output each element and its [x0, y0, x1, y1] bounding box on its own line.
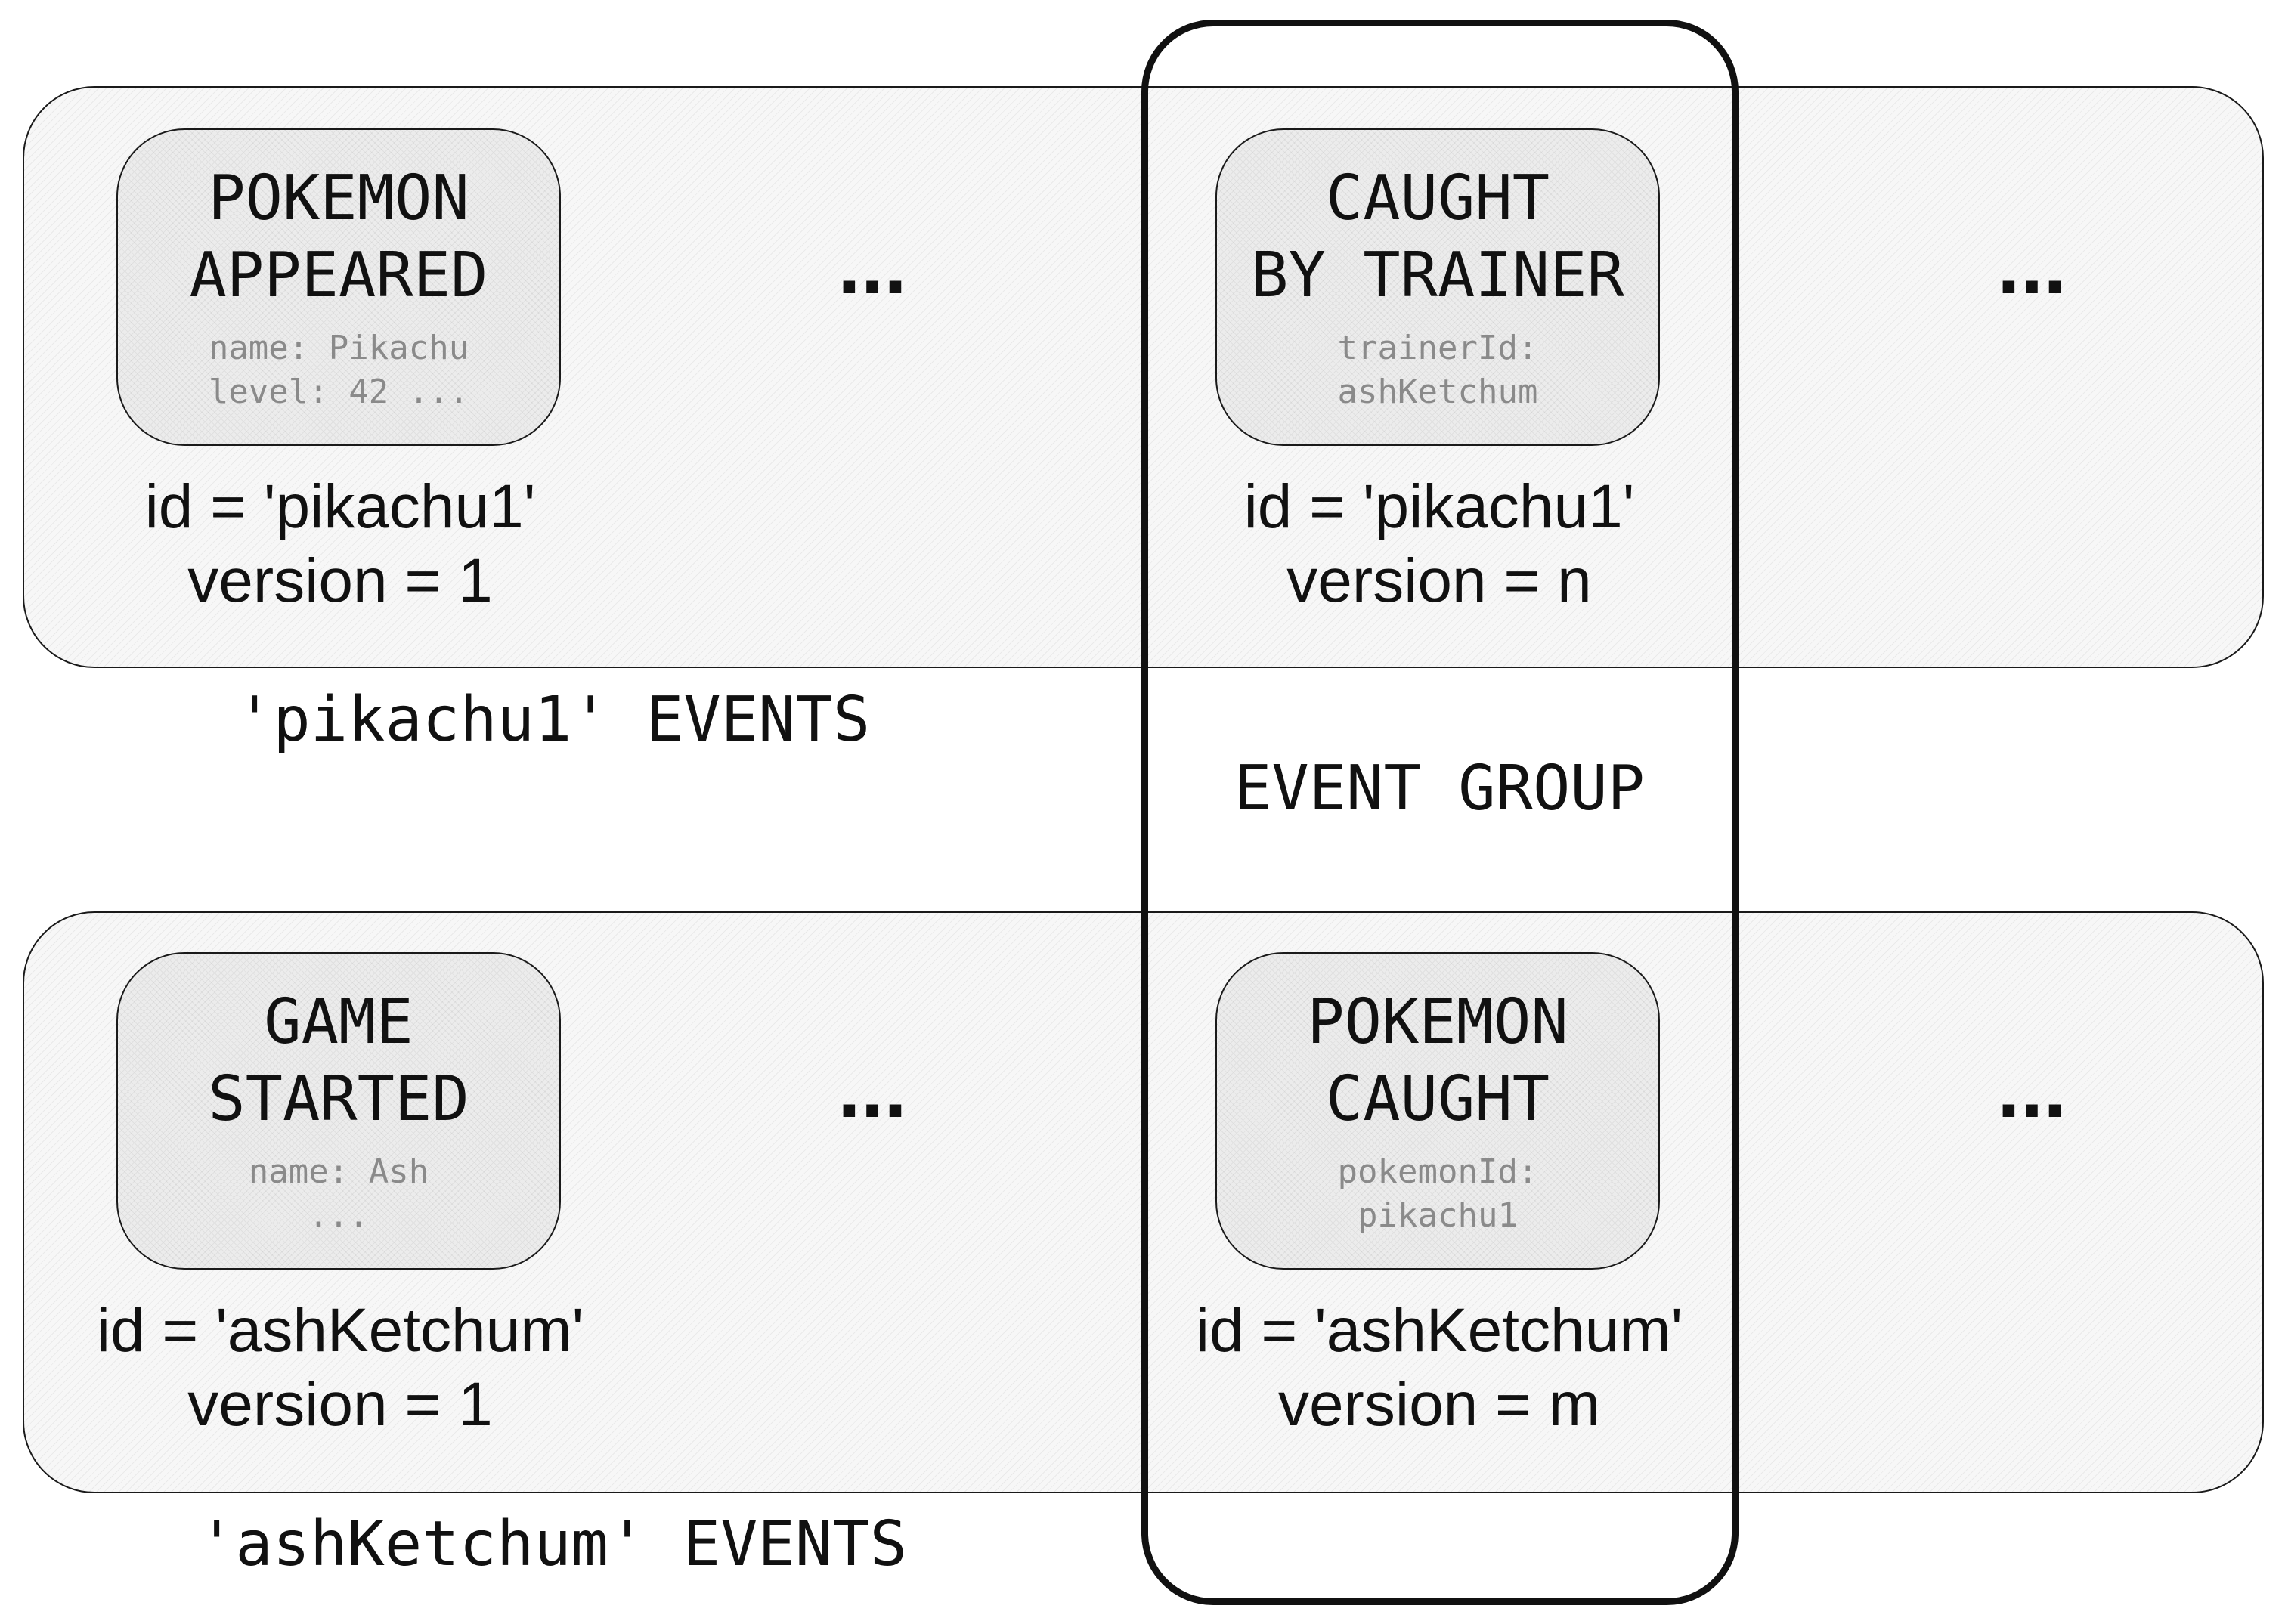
stream-label-ashketchum: 'ashKetchum' EVENTS	[198, 1508, 907, 1580]
event-card-game-started: GAME STARTED name: Ash ...	[116, 952, 561, 1270]
ellipsis-more-events: ...	[838, 1042, 907, 1135]
event-id-label: id = 'ashKetchum'	[96, 1296, 584, 1365]
ellipsis-more-events: ...	[838, 218, 907, 311]
event-version-label: version = n	[1286, 546, 1592, 615]
ellipsis-more-events: ...	[1997, 218, 2067, 311]
event-payload: pokemonId: pikachu1	[1337, 1152, 1538, 1235]
event-title: POKEMON APPEARED	[189, 162, 488, 311]
event-title: POKEMON CAUGHT	[1307, 986, 1568, 1135]
event-version-label: version = 1	[187, 1370, 493, 1439]
event-payload: name: Ash ...	[248, 1152, 429, 1235]
event-version-label: version = m	[1277, 1370, 1601, 1439]
ellipsis-more-events: ...	[1997, 1042, 2067, 1135]
event-card-pokemon-appeared: POKEMON APPEARED name: Pikachu level: 42…	[116, 128, 561, 446]
event-title: GAME STARTED	[208, 986, 469, 1135]
event-id-label: id = 'pikachu1'	[1243, 472, 1635, 541]
event-title: CAUGHT BY TRAINER	[1251, 162, 1624, 311]
event-group-frame	[1141, 20, 1739, 1605]
event-version-label: version = 1	[187, 546, 493, 615]
event-id-label: id = 'pikachu1'	[144, 472, 536, 541]
stream-label-pikachu1: 'pikachu1' EVENTS	[236, 684, 871, 756]
event-card-pokemon-caught: POKEMON CAUGHT pokemonId: pikachu1	[1215, 952, 1660, 1270]
event-payload: name: Pikachu level: 42 ...	[208, 329, 469, 411]
event-payload: trainerId: ashKetchum	[1337, 329, 1538, 411]
event-id-label: id = 'ashKetchum'	[1195, 1296, 1683, 1365]
event-group-label: EVENT GROUP	[1234, 753, 1646, 824]
event-card-caught-by-trainer: CAUGHT BY TRAINER trainerId: ashKetchum	[1215, 128, 1660, 446]
